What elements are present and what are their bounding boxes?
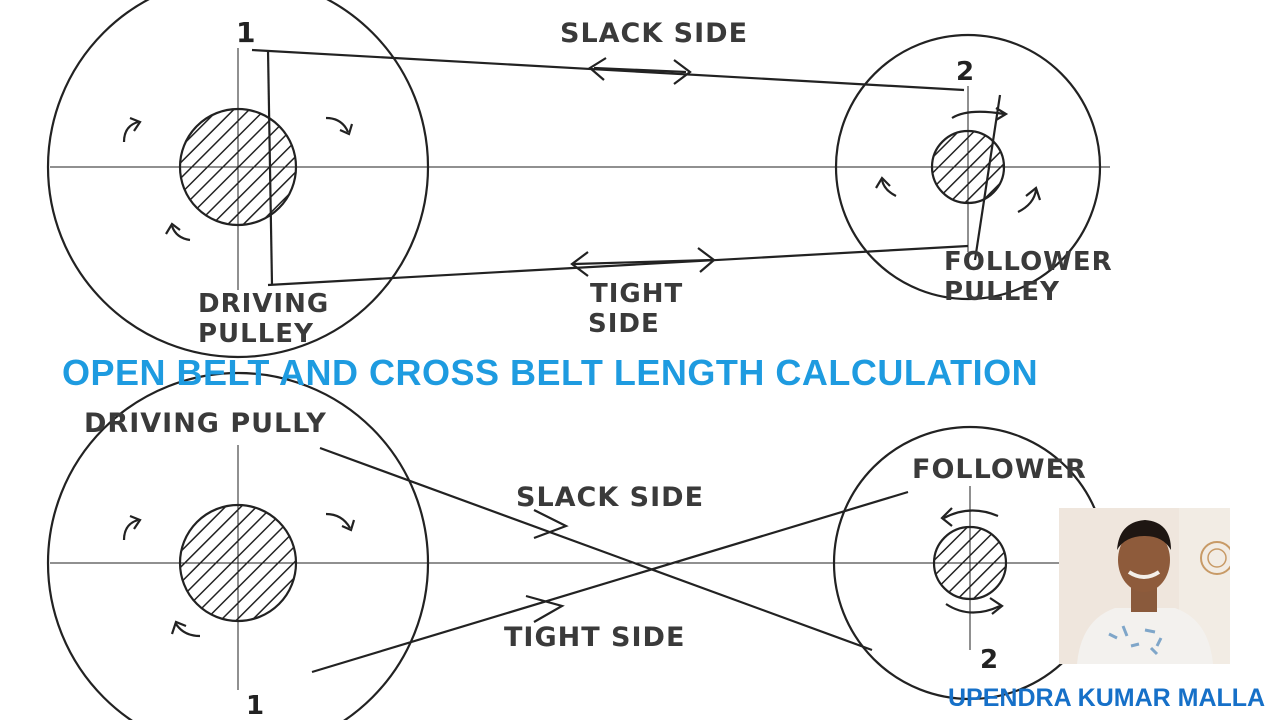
cross-tight-side-label: TIGHT SIDE xyxy=(504,622,685,653)
open-tight-side-label-1: TIGHT xyxy=(590,279,683,309)
open-driving-pulley xyxy=(46,0,430,359)
open-driving-shaft xyxy=(178,107,298,227)
open-follower-number: 2 xyxy=(956,57,974,87)
cross-follower-shaft xyxy=(932,525,1008,601)
open-tight-side-label-2: SIDE xyxy=(588,309,660,339)
curved-rotation-arrow-icon xyxy=(1017,186,1042,213)
cross-follower-label: FOLLOWER xyxy=(912,454,1087,485)
open-belt-diagram xyxy=(46,0,1110,359)
cross-slack-side-label: SLACK SIDE xyxy=(516,482,704,513)
open-follower-pulley xyxy=(834,33,1102,301)
cross-driving-pulley xyxy=(46,371,430,720)
cross-belt-diagram xyxy=(46,371,1108,720)
page-title: OPEN BELT AND CROSS BELT LENGTH CALCULAT… xyxy=(62,352,1039,393)
curved-rotation-arrow-icon xyxy=(165,222,191,242)
open-driver-number: 1 xyxy=(236,16,255,49)
open-driving-pulley-label-2: PULLEY xyxy=(198,319,314,349)
curved-rotation-arrow-icon xyxy=(940,507,999,527)
curved-rotation-arrow-icon xyxy=(325,512,356,532)
cross-driving-pulley-label: DRIVING PULLY xyxy=(84,408,327,439)
cross-driver-number: 1 xyxy=(246,691,264,720)
curved-rotation-arrow-icon xyxy=(951,107,1009,121)
cross-belt-slack-side xyxy=(319,446,873,652)
curved-rotation-arrow-icon xyxy=(122,116,142,143)
curved-rotation-arrow-icon xyxy=(875,176,897,197)
open-driver-radial-line xyxy=(266,49,274,286)
open-driving-pulley-label-1: DRIVING xyxy=(198,289,329,319)
presenter-photo xyxy=(1059,508,1230,664)
open-belt-slack-side xyxy=(251,48,965,92)
author-name: UPENDRA KUMAR MALLA xyxy=(948,684,1266,712)
curved-rotation-arrow-icon xyxy=(945,597,1004,615)
curved-rotation-arrow-icon xyxy=(122,514,142,541)
cross-belt-tight-side xyxy=(311,490,909,674)
open-follower-pulley-label-1: FOLLOWER xyxy=(944,247,1113,277)
cross-driving-shaft xyxy=(178,503,298,623)
open-follower-pulley-label-2: PULLEY xyxy=(944,277,1060,307)
curved-rotation-arrow-icon xyxy=(170,620,201,638)
open-belt-tight-side xyxy=(267,244,969,287)
curved-rotation-arrow-icon xyxy=(325,116,354,136)
cross-follower-number: 2 xyxy=(980,645,998,675)
open-follower-radial-line xyxy=(973,94,1002,261)
open-slack-side-label: SLACK SIDE xyxy=(560,18,748,49)
